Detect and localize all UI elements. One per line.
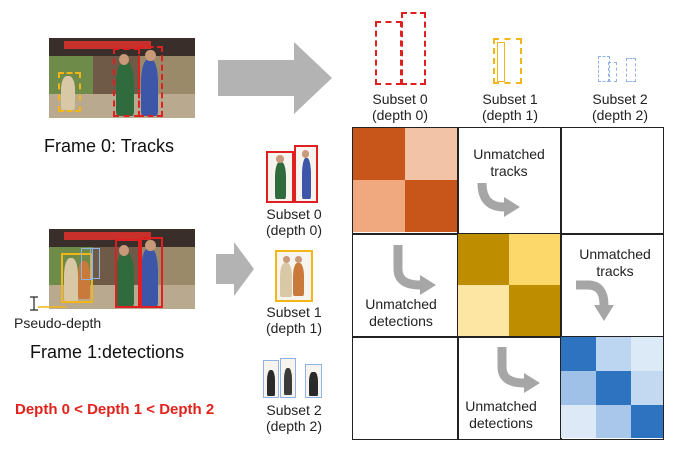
cost-cell (561, 405, 596, 438)
det-box-depth2-a (81, 248, 93, 281)
cost-cell (458, 285, 509, 336)
cost-cell (561, 371, 596, 405)
cost-cell (405, 128, 457, 180)
track-subset-1-label: Subset 1(depth 1) (481, 91, 539, 123)
cost-cell (631, 405, 663, 438)
cost-cell (458, 234, 509, 285)
cost-cell (509, 234, 560, 285)
track-subset-0-label: Subset 0(depth 0) (371, 91, 429, 123)
cost-cell (353, 128, 405, 180)
big-right-arrow (218, 42, 332, 114)
frame1-caption: Frame 1:detections (30, 342, 185, 362)
cost-cell (631, 337, 663, 371)
cost-cell (596, 337, 631, 371)
cost-cell (596, 405, 631, 438)
cost-cell (631, 371, 663, 405)
pseudo-depth-label: Pseudo-depth (14, 315, 102, 331)
cost-cell (353, 180, 405, 232)
cost-cell (596, 371, 631, 405)
small-right-arrow (216, 242, 254, 296)
det-subset-1-label: Subset 1(depth 1) (265, 304, 323, 336)
frame0-caption: Frame 0: Tracks (44, 136, 175, 156)
track-box-depth0-a (113, 48, 140, 118)
det-subset-2-label: Subset 2(depth 2) (265, 402, 323, 434)
curved-arrows (393, 182, 614, 393)
pseudo-depth-marker (30, 296, 66, 311)
det-box-depth2-b (89, 248, 101, 279)
track-box-depth1 (57, 71, 82, 112)
cost-cell (509, 285, 560, 336)
track-box-depth0-b (138, 46, 163, 118)
frame0-image (49, 38, 195, 118)
frame1-image (49, 229, 195, 309)
association-matrix (352, 127, 664, 440)
det-subset-0-label: Subset 0(depth 0) (265, 206, 323, 238)
cost-cell (405, 180, 457, 232)
det-box-depth0-a (114, 238, 140, 309)
track-subset-2-label: Subset 2(depth 2) (591, 91, 649, 123)
depth-order-text: Depth 0 < Depth 1 < Depth 2 (15, 401, 215, 418)
det-box-depth0-b (139, 237, 163, 309)
cost-cell (561, 337, 596, 371)
